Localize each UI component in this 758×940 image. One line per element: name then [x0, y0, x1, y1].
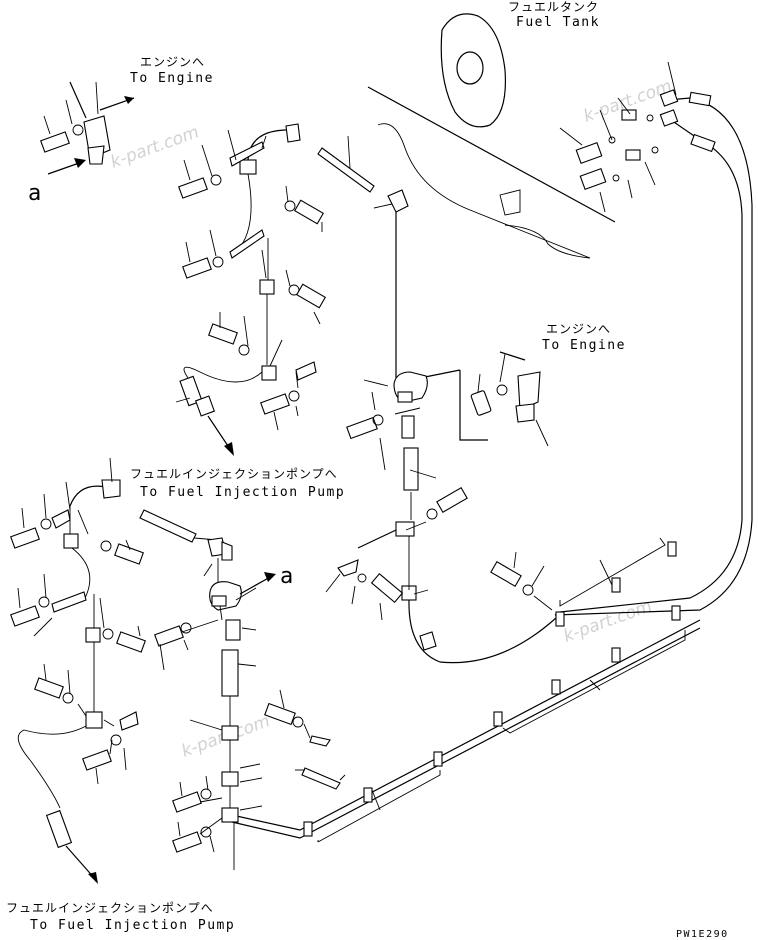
fuel-tank [367, 13, 616, 259]
labels: フュエルタンク Fuel Tank エンジンへ To Engine エンジンへ … [6, 0, 729, 940]
fuel-tank-label-jp: フュエルタンク [508, 0, 599, 14]
main-fuel-hose [554, 89, 753, 616]
to-pump-label-jp-1: フュエルインジェクションポンプへ [130, 467, 338, 481]
to-pump-label-en-1: To Fuel Injection Pump [140, 485, 345, 500]
lower-left-assembly [10, 457, 276, 884]
lower-pipe-run [231, 537, 701, 843]
drawing-number: PW1E290 [676, 929, 729, 940]
view-a-label-1: a [28, 181, 41, 206]
to-pump-label-jp-2: フュエルインジェクションポンプへ [6, 901, 214, 915]
view-a-label-2: a [280, 564, 293, 589]
to-engine-label-jp-2: エンジンへ [546, 322, 611, 336]
watermark-1: k-part.com [108, 122, 202, 172]
lower-center-assembly [154, 619, 331, 870]
engine-return-bracket [419, 351, 549, 447]
to-engine-label-en-2: To Engine [542, 338, 626, 353]
fuel-tank-label-en: Fuel Tank [516, 15, 600, 30]
to-engine-label-en-1: To Engine [130, 71, 214, 86]
tank-outlet-fittings [559, 61, 677, 213]
upper-left-assembly [40, 81, 327, 456]
center-assembly [317, 135, 557, 664]
to-engine-label-jp-1: エンジンへ [140, 55, 205, 69]
to-pump-label-en-2: To Fuel Injection Pump [30, 918, 235, 933]
